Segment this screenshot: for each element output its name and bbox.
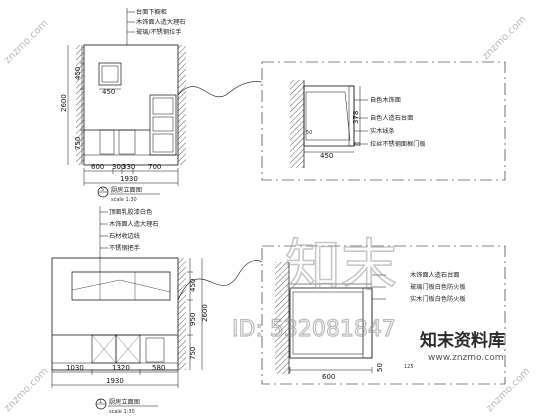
bottom-detail: 600 50 125 木饰面人造石台面 玻璃门板白色防火板 实木门板白色防火板 — [261, 245, 506, 385]
upper-cabinet — [98, 62, 122, 86]
top-dim-total: 1930 — [120, 175, 138, 183]
bottom-detail-label-1: 木饰面人造石台面 — [410, 271, 460, 279]
watermark-big-chars: 知末 — [285, 234, 397, 299]
top-detail-label-2: 自色人造石台面 — [370, 114, 413, 122]
bottom-callout-1: 顶面乳胶漆白色 — [109, 208, 152, 216]
top-detail-dim-378: 378 — [352, 111, 360, 124]
bottom-title-number: 1 — [99, 399, 102, 405]
top-title-number: 5 — [101, 187, 104, 193]
bottom-dim-v-750: 750 — [189, 347, 197, 360]
top-detail-label-4: 拉丝不锈钢面框门板 — [370, 140, 426, 148]
wall-hatch-left — [76, 45, 84, 165]
bottom-detail-frame — [261, 245, 506, 385]
bottom-upper-cabinets — [71, 271, 171, 301]
top-detail-wall — [290, 80, 304, 168]
top-dim-v-450: 450 — [74, 67, 82, 80]
top-dim-v-750: 750 — [74, 137, 82, 150]
top-elevation: 台面下橱柜 木饰面人造大理石 玻璃/不锈钢拉手 450 2600 750 450… — [60, 8, 186, 203]
bottom-detail-wall — [275, 262, 289, 374]
bottom-callout-3: 石材收边线 — [109, 232, 140, 240]
bottom-elevation-frame — [51, 257, 179, 371]
bottom-callout-4: 不锈钢把手 — [109, 244, 140, 252]
top-title-text: 厨房立面图 — [111, 186, 142, 194]
top-detail-label-1: 自色木饰面 — [370, 96, 401, 104]
bottom-dim-v-950: 950 — [189, 313, 197, 326]
bottom-detail-dim-600: 600 — [322, 373, 335, 381]
bottom-detail-label-3: 实木门板白色防火板 — [410, 295, 466, 303]
bottom-dim-v-2600: 2600 — [201, 304, 209, 322]
top-callout-connector — [177, 81, 263, 98]
top-dim-h-300: 300 — [112, 163, 125, 171]
watermark-corner-br: znzmo.com — [484, 366, 532, 414]
bottom-detail-dim-50: 50 — [376, 363, 384, 372]
top-dim-h-700: 700 — [148, 163, 161, 171]
top-detail-frame — [261, 61, 506, 181]
elevation-frame — [83, 44, 179, 166]
bottom-detail-dim-125: 125 — [404, 364, 414, 370]
wall-hatch-right — [178, 45, 186, 165]
top-callout-1: 台面下橱柜 — [136, 8, 167, 16]
top-detail-dim-450: 450 — [320, 152, 333, 160]
watermark-corner-bl: znzmo.com — [2, 366, 50, 414]
top-detail-dim-60: 60 — [354, 142, 360, 148]
top-detail-cabinet — [303, 85, 355, 147]
watermark-site-cn: 知末资料库 — [419, 330, 505, 351]
top-dim-v-2600: 2600 — [60, 94, 68, 112]
watermark-corner-tl: znzmo.com — [2, 18, 50, 66]
top-title-scale: scale 1:30 — [111, 197, 137, 203]
bottom-callout-connector — [177, 260, 263, 301]
bottom-title-text: 厨房立面图 — [109, 398, 140, 406]
top-detail: 450 378 50 60 自色木饰面 自色人造石台面 实木线条 拉丝不锈钢面框… — [261, 61, 506, 181]
top-callout-3: 玻璃/不锈钢拉手 — [136, 28, 181, 36]
top-dim-h-330: 330 — [122, 163, 135, 171]
top-callout-2: 木饰面人造大理石 — [136, 18, 186, 26]
bottom-dim-h-1320: 1320 — [112, 364, 130, 372]
bottom-wall-hatch — [178, 258, 186, 370]
bottom-dim-h-1030: 1030 — [66, 364, 84, 372]
top-detail-dim-50: 50 — [306, 130, 312, 136]
bottom-elevation: 顶面乳胶漆白色 木饰面人造大理石 石材收边线 不锈钢把手 450 950 750… — [51, 206, 209, 415]
bottom-dim-v-450: 450 — [189, 279, 197, 292]
bottom-detail-label-2: 玻璃门板白色防火板 — [410, 283, 466, 291]
bottom-title-scale: scale 1:30 — [109, 409, 135, 415]
top-detail-label-3: 实木线条 — [370, 127, 395, 135]
bottom-dim-h-580: 580 — [152, 364, 165, 372]
bottom-callout-2: 木饰面人造大理石 — [109, 220, 159, 228]
top-dim-inner-450: 450 — [102, 88, 115, 96]
watermark-site-url: www.znzmo.com — [428, 353, 503, 363]
watermark-id: ID: 532081847 — [232, 317, 396, 342]
bottom-dim-total: 1930 — [106, 377, 124, 385]
watermark-corner-tr: znzmo.com — [480, 14, 528, 62]
top-dim-h-600: 600 — [91, 163, 104, 171]
appliance-column — [149, 94, 177, 156]
